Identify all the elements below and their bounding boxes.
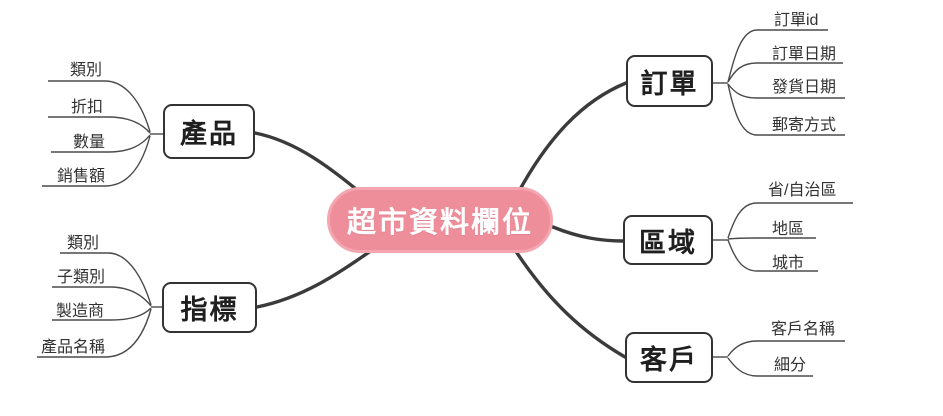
leaf-region-province[interactable]: 省/自治區: [768, 182, 837, 199]
line-order-id: [727, 29, 828, 83]
connector-metric: [255, 248, 374, 309]
line-order-ship-date: [727, 83, 845, 99]
line-product-discount: [48, 116, 151, 134]
leaf-region-city[interactable]: 城市: [772, 255, 805, 272]
leaf-product-category[interactable]: 類別: [70, 62, 103, 79]
line-metric-subcategory: [52, 286, 152, 307]
line-order-date: [727, 62, 843, 83]
leaf-order-id[interactable]: 訂單id: [774, 12, 819, 29]
line-region-area: [727, 237, 816, 240]
leaf-metric-product-name[interactable]: 產品名稱: [41, 339, 106, 356]
line-metric-category: [60, 252, 152, 306]
leaf-metric-category[interactable]: 類別: [67, 235, 100, 252]
line-customer-segment: [727, 357, 813, 377]
line-order-ship-mode: [727, 83, 845, 136]
line-metric-manufacturer: [52, 307, 152, 321]
leaf-region-area[interactable]: 地區: [772, 221, 805, 238]
leaf-order-ship-mode[interactable]: 郵寄方式: [772, 117, 837, 134]
branch-node-customer[interactable]: 客戶: [625, 332, 713, 383]
leaf-product-quantity[interactable]: 數量: [73, 134, 106, 151]
line-customer-name: [727, 340, 845, 357]
leaf-metric-subcategory[interactable]: 子類別: [57, 269, 106, 286]
leaf-customer-name[interactable]: 客戶名稱: [771, 321, 836, 338]
leaf-metric-manufacturer[interactable]: 製造商: [56, 303, 105, 320]
line-product-quantity: [51, 134, 151, 153]
leaf-order-ship-date[interactable]: 發貨日期: [772, 79, 837, 96]
branch-node-region[interactable]: 區域: [623, 215, 713, 265]
leaf-customer-segment[interactable]: 細分: [774, 357, 807, 374]
branch-node-order[interactable]: 訂單: [626, 55, 713, 107]
line-region-province: [727, 202, 853, 239]
connector-customer: [513, 248, 627, 359]
line-region-city: [727, 239, 818, 272]
connector-region: [551, 225, 625, 243]
line-metric-product-name: [37, 308, 152, 358]
leaf-product-sales[interactable]: 銷售額: [57, 168, 106, 185]
line-product-sales: [42, 135, 151, 187]
line-product-category: [48, 80, 151, 133]
leaf-order-date[interactable]: 訂單日期: [772, 46, 837, 63]
branch-node-metric[interactable]: 指標: [162, 282, 257, 333]
branch-node-product[interactable]: 產品: [163, 104, 255, 159]
central-node[interactable]: 超市資料欄位: [327, 187, 553, 253]
connector-order: [516, 81, 628, 195]
leaf-product-discount[interactable]: 折扣: [71, 99, 104, 116]
